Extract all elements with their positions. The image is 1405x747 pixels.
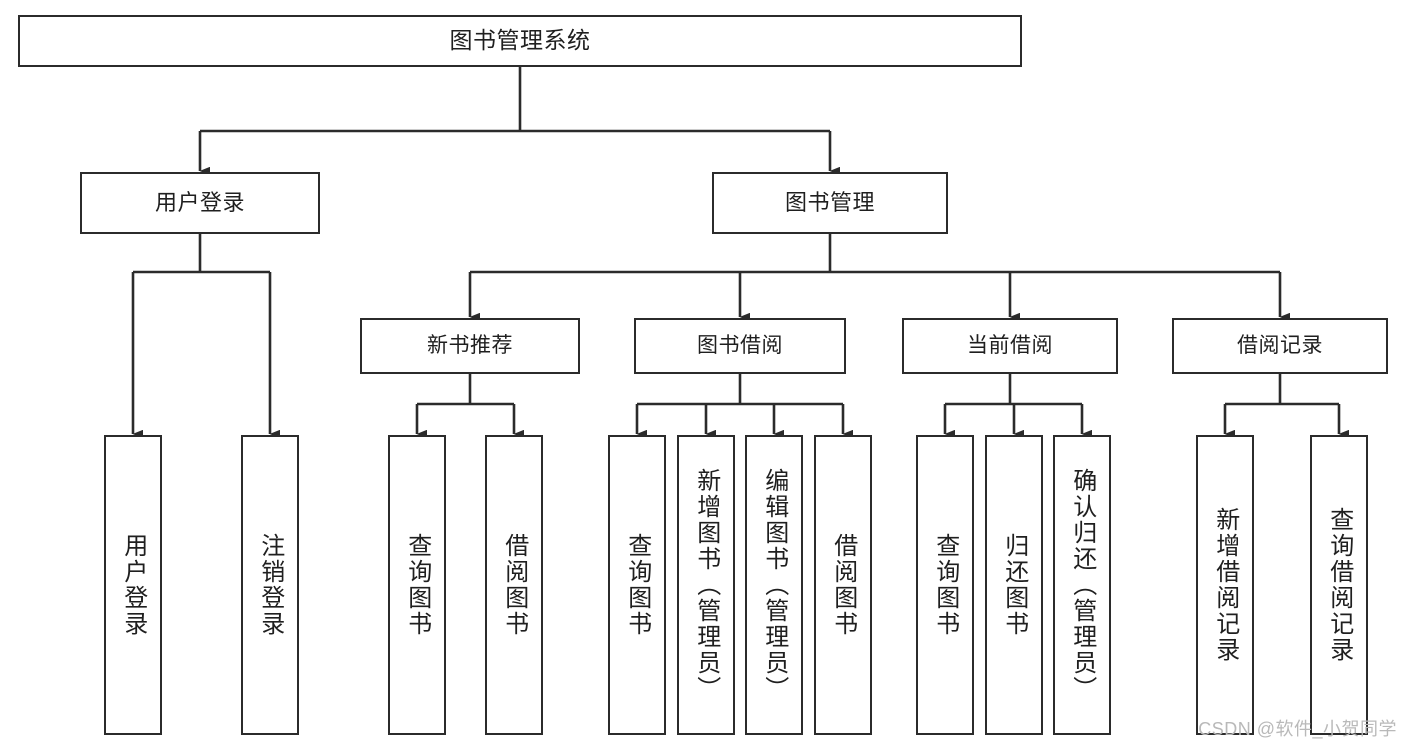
node-label: 确认归还（管理员）	[1068, 468, 1096, 702]
node-l-borrow-book-1[interactable]: 借阅图书	[485, 435, 543, 735]
node-label: 新增借阅记录	[1211, 507, 1239, 663]
node-label: 注销登录	[256, 533, 284, 637]
node-label: 借阅图书	[829, 533, 857, 637]
node-label: 编辑图书（管理员）	[760, 468, 788, 702]
node-n-borrow-record[interactable]: 借阅记录	[1172, 318, 1388, 374]
node-label: 图书借阅	[697, 333, 783, 357]
node-l-query-book-3[interactable]: 查询图书	[916, 435, 974, 735]
node-l-user-login[interactable]: 用户登录	[104, 435, 162, 735]
node-label: 查询借阅记录	[1325, 507, 1353, 663]
node-l-edit-book[interactable]: 编辑图书（管理员）	[745, 435, 803, 735]
node-l-borrow-book-2[interactable]: 借阅图书	[814, 435, 872, 735]
node-n-current-borrow[interactable]: 当前借阅	[902, 318, 1118, 374]
node-label: 新书推荐	[427, 333, 513, 357]
node-label: 用户登录	[154, 190, 245, 216]
node-label: 查询图书	[931, 533, 959, 637]
node-label: 归还图书	[1000, 533, 1028, 637]
node-label: 当前借阅	[967, 333, 1053, 357]
node-label: 图书管理	[784, 190, 875, 216]
node-l-query-record[interactable]: 查询借阅记录	[1310, 435, 1368, 735]
node-n-book-manage[interactable]: 图书管理	[712, 172, 948, 234]
node-label: 用户登录	[119, 533, 147, 637]
node-n-new-book-rec[interactable]: 新书推荐	[360, 318, 580, 374]
node-n-user-login[interactable]: 用户登录	[80, 172, 320, 234]
node-label: 图书管理系统	[449, 27, 591, 54]
node-l-add-record[interactable]: 新增借阅记录	[1196, 435, 1254, 735]
node-l-query-book-2[interactable]: 查询图书	[608, 435, 666, 735]
node-l-user-logout[interactable]: 注销登录	[241, 435, 299, 735]
node-label: 借阅记录	[1237, 333, 1323, 357]
node-l-add-book[interactable]: 新增图书（管理员）	[677, 435, 735, 735]
node-label: 查询图书	[623, 533, 651, 637]
watermark-text: CSDN @软件_小贺同学	[1198, 719, 1397, 739]
node-label: 借阅图书	[500, 533, 528, 637]
node-label: 新增图书（管理员）	[692, 468, 720, 702]
node-label: 查询图书	[403, 533, 431, 637]
node-n-book-borrow[interactable]: 图书借阅	[634, 318, 846, 374]
node-l-return-book[interactable]: 归还图书	[985, 435, 1043, 735]
node-l-query-book-1[interactable]: 查询图书	[388, 435, 446, 735]
node-root[interactable]: 图书管理系统	[18, 15, 1022, 67]
node-l-confirm-return[interactable]: 确认归还（管理员）	[1053, 435, 1111, 735]
